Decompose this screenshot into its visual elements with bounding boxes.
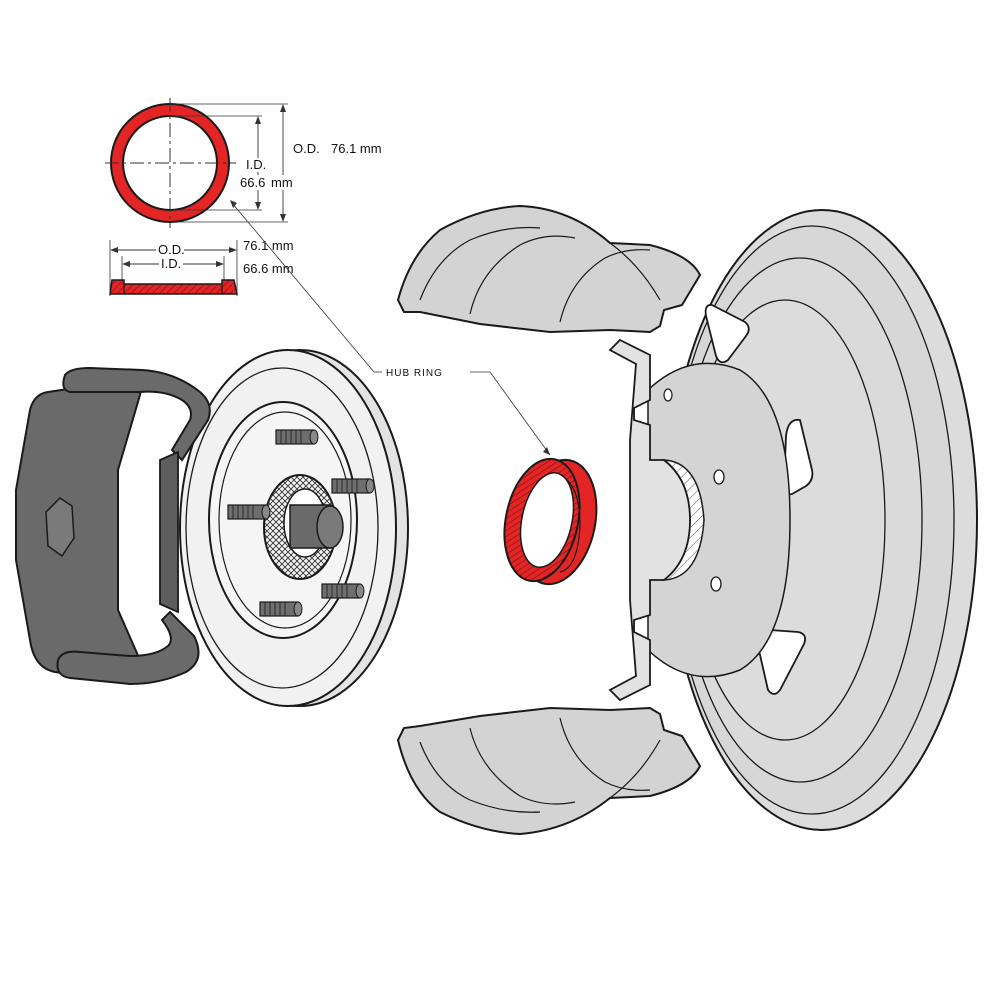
wheel-stud-5 — [259, 601, 303, 617]
hub-ring-icon — [503, 457, 598, 586]
wheel-stud-3 — [227, 504, 271, 520]
brake-rotor-assembly — [179, 349, 409, 707]
front-id-value: 66.6 — [240, 175, 265, 190]
rotor-hat-ring — [218, 411, 352, 629]
od-arrow-top-icon — [280, 104, 286, 112]
caliper-bridge-top — [62, 366, 211, 462]
wheel-lug-hole-1 — [713, 469, 725, 485]
front-od-label: O.D. — [293, 141, 320, 156]
side-od-arrow-right-icon — [229, 247, 237, 253]
wheel-stud-1 — [275, 429, 319, 445]
wheel-barrel-lower — [396, 706, 702, 836]
callout-detail-arrow-icon — [230, 200, 237, 208]
rotor-face-ring — [185, 367, 379, 689]
front-id-label: I.D. — [246, 157, 266, 172]
id-arrow-top-icon — [255, 116, 261, 124]
hub-ring-callout: HUB RING — [230, 200, 551, 456]
front-od-value: 76.1 mm — [331, 141, 382, 156]
wheel-icon — [396, 204, 978, 836]
wheel-lug-hole-2 — [710, 576, 722, 592]
side-id-arrow-left-icon — [122, 261, 130, 267]
hub-ring-side-view: O.D. I.D. 76.1 mm 66.6 mm — [109, 238, 294, 296]
hub-ring-bore — [519, 472, 575, 568]
callout-leader-to-detail — [231, 202, 375, 373]
hub-ring-section-icon — [109, 279, 238, 295]
spindle-end — [316, 505, 344, 549]
caliper-body — [15, 378, 143, 684]
hub-ring-front-view: O.D. 76.1 mm I.D. 66.6 mm — [105, 98, 382, 228]
side-od-label: O.D. — [158, 242, 185, 257]
brake-caliper-icon — [15, 366, 211, 686]
wheel-stud-2 — [331, 478, 375, 494]
wheel-mounting-plate — [647, 362, 791, 678]
callout-leader-to-ring — [489, 371, 551, 456]
side-id-label: I.D. — [161, 256, 181, 271]
wheel-lug-hole-3 — [663, 388, 673, 402]
od-arrow-bottom-icon — [280, 214, 286, 222]
side-id-arrow-right-icon — [216, 261, 224, 267]
wheel-vent-hole-1 — [704, 304, 750, 364]
wheel-section-web — [608, 338, 691, 702]
caliper-bridge-bottom — [56, 610, 200, 686]
wheel-barrel-upper — [396, 204, 702, 334]
front-id-unit: mm — [271, 175, 293, 190]
caliper-hex-bolt-icon — [45, 497, 75, 558]
side-od-value: 76.1 mm — [243, 238, 294, 253]
callout-arrow-icon — [543, 447, 550, 455]
side-od-arrow-left-icon — [110, 247, 118, 253]
id-arrow-bottom-icon — [255, 202, 261, 210]
side-id-value: 66.6 mm — [243, 261, 294, 276]
hub-ring-callout-label: HUB RING — [386, 368, 443, 379]
caliper-bridge-arm — [159, 450, 179, 614]
wheel-stud-4 — [321, 583, 365, 599]
